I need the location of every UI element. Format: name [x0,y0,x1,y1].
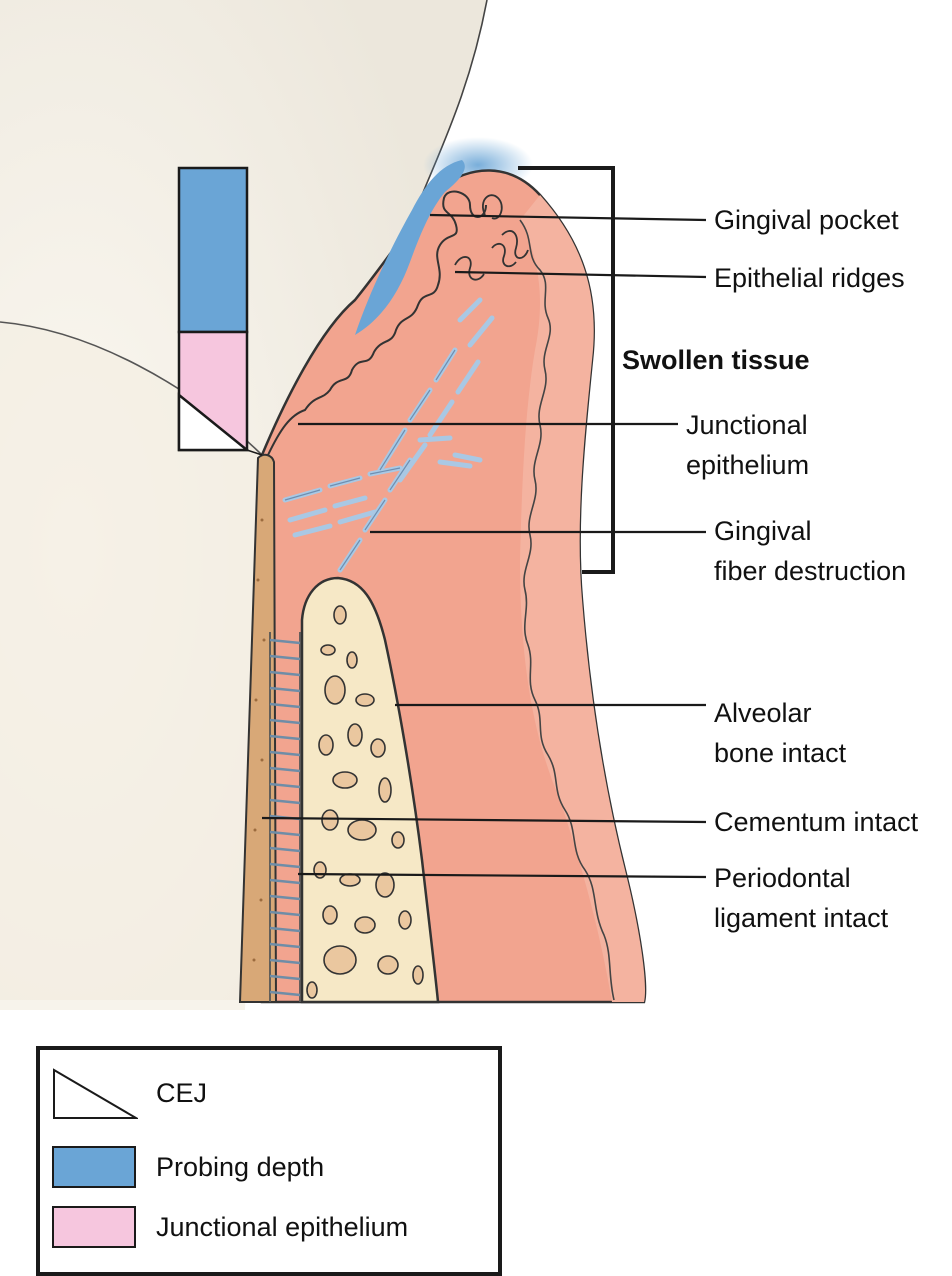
ligament-fiber [269,702,301,709]
ligament-fiber [269,654,301,661]
ligament-fiber [269,926,301,933]
label-gingival-pocket: Gingival pocket [714,205,899,235]
probing-depth-swatch [52,1146,136,1188]
ligament-fiber [269,942,301,949]
swollen-tissue-bracket [518,166,615,574]
ligament-fiber [269,718,301,725]
ligament-fiber [269,846,301,853]
ligament-fiber [269,894,301,901]
ridge-squiggle-3 [454,256,485,281]
bone-trabeculae [306,605,424,999]
ligament-fiber [269,830,301,837]
ligament-fiber [269,734,301,741]
epithelial-ridges [267,190,487,456]
label-cementum: Cementum intact [714,807,919,837]
label-swollen-tissue: Swollen tissue [622,345,810,375]
cej-triangle-icon [53,1068,138,1119]
ligament-fiber [269,782,301,789]
tooth-background-lower [0,320,262,1010]
ligament-fiber [269,878,301,885]
ligament-fiber [269,638,301,645]
leader-lines [261,213,707,879]
legend-label-cej: CEJ [156,1078,208,1108]
ligament-fiber [269,910,301,917]
ligament-fiber [269,958,301,965]
junctional-epithelium-swatch [52,1206,136,1248]
label-gingival-fiber-line1: Gingival [714,516,812,546]
probe-bar [177,166,263,456]
ligament-fiber [269,990,301,997]
label-alveolar-bone-line1: Alveolar [714,698,812,728]
ligament-fiber [269,766,301,773]
label-periodontal-line1: Periodontal [714,863,851,893]
label-junctional-epithelium-line2: epithelium [686,450,810,480]
gingiva-inner-band [520,195,646,1002]
ligament-fiber [269,974,301,981]
label-gingival-fiber-line2: fiber destruction [714,556,907,586]
label-junctional-epithelium-line1: Junctional [686,410,808,440]
ridge-squiggle-2 [501,230,529,259]
ligament-fiber [269,750,301,757]
gingiva-wavy-boundary [519,219,615,1001]
legend-label-junctional-epithelium: Junctional epithelium [156,1212,409,1242]
ligament-fiber [269,798,301,805]
legend: CEJ Probing depth Junctional epithelium [36,1046,502,1276]
gingival-pocket [355,160,465,335]
ligament-fiber [269,862,301,869]
ligament-fiber [269,686,301,693]
ligament-fiber [269,670,301,677]
legend-label-probing-depth: Probing depth [156,1152,325,1182]
label-alveolar-bone-line2: bone intact [714,738,847,768]
label-periodontal-line2: ligament intact [714,903,889,933]
cementum-dots [252,518,266,962]
ridge-squiggle-4 [491,242,517,268]
label-epithelial-ridges: Epithelial ridges [714,263,905,293]
